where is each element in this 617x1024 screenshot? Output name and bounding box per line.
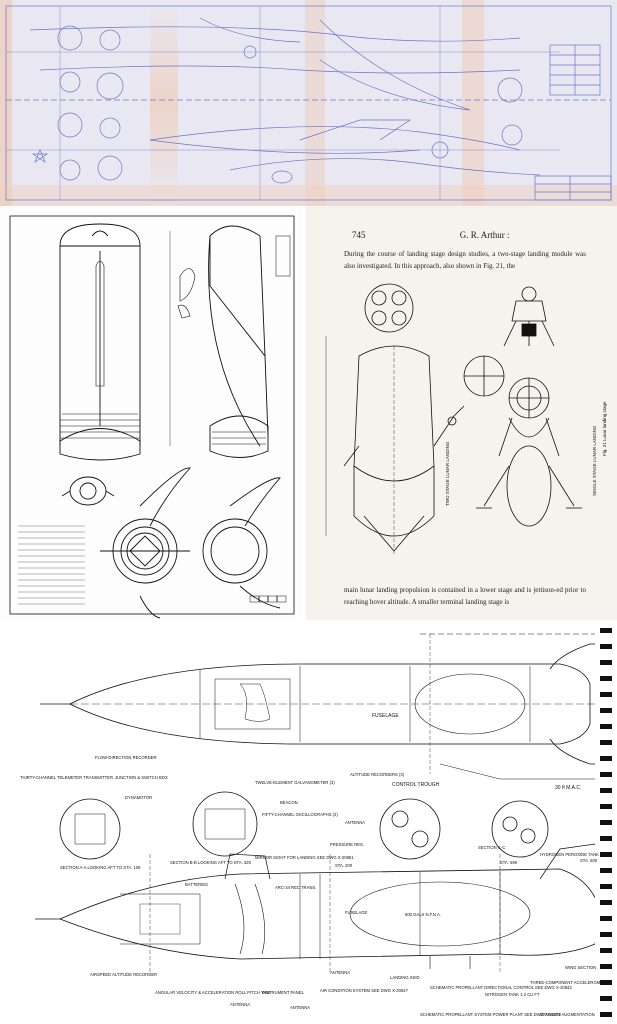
callout-label: ANTENNA — [230, 1002, 250, 1007]
paper-page-panel: 745 G. R. Arthur : During the course of … — [304, 206, 617, 624]
paragraph-top: During the course of landing stage desig… — [344, 250, 586, 270]
callout-label: FLOW-DIRECTION RECORDER — [95, 755, 157, 760]
callout-label: MIRROR SIGHT FOR LANDING SEE DWG X-20851 — [255, 855, 354, 860]
figure-caption: Fig. 21 Lunar landing stage — [602, 401, 607, 456]
callout-labels: FLOW-DIRECTION RECORDER THIRTY-CHANNEL T… — [20, 755, 611, 1017]
callout-label: ANTENNA — [345, 820, 365, 825]
callout-label: AIRSPEED ALTITUDE RECORDER — [90, 972, 157, 977]
callout-label: ALTITUDE RECORDERS (3) — [350, 772, 405, 777]
callout-label: 500 GALS N.F.N.A. — [405, 912, 441, 917]
callout-label: DYNAMOTOR — [125, 795, 152, 800]
callout-label: STABILITY AUGMENTATION — [540, 1012, 595, 1017]
three-view-drawing — [9, 215, 295, 619]
single-stage-title: SINGLE STAGE LUNAR LANDING — [592, 425, 597, 496]
lunar-landing-diagram: TWO STAGE LUNAR LANDING SINGLE STAGE LUN… — [325, 283, 607, 556]
callout-label: SECTION A-A LOOKING AFT TO STA. 106 — [60, 865, 141, 870]
aircraft-cutaway-panel: FUSELAGE 30 ft M.A.C. CONTROL TROUGH FLO… — [0, 624, 617, 1024]
two-stage-title: TWO STAGE LUNAR LANDING — [445, 441, 450, 506]
callout-label: ARC-34 REC TRANS. — [275, 885, 316, 890]
spiral-binding — [595, 624, 617, 1024]
callout-label: ANGULAR VELOCITY & ACCELERATION ROLL PIT… — [155, 990, 270, 995]
callout-label: THIRTY-CHANNEL TELEMETER TRANSMITTER — [20, 775, 113, 780]
callout-label: JUNCTION & SWITCH BOX — [115, 775, 168, 780]
callout-label: SECTION C-C — [478, 845, 505, 850]
callout-label: NITROGEN TANK 1.2 CU FT — [485, 992, 540, 997]
callout-label: FIFTY-CHANNEL OSCILLOGRAPHS (2) — [262, 812, 338, 817]
callout-label: LANDING SKID — [390, 975, 420, 980]
callout-label: BEACON — [280, 800, 298, 805]
callout-label: SCHEMATIC PROPELLANT SYSTEM POWER PLANT … — [420, 1012, 562, 1017]
callout-label: ANTENNA — [290, 1005, 310, 1010]
panel-separator-horizontal — [0, 620, 617, 624]
author-name: G. R. Arthur : — [459, 230, 510, 240]
callout-label: BATTERIES — [185, 882, 208, 887]
blueprint-drawing — [0, 0, 617, 206]
callout-label: THREE-COMPONENT ACCELEROMETER — [530, 980, 611, 985]
callout-label: SCHEMATIC PROPELLANT DIRECTIONAL CONTROL… — [430, 985, 572, 990]
callout-label: INSTRUMENT PANEL — [262, 990, 305, 995]
callout-label: SECTION B-B LOOKING AFT TO STA. 320 — [170, 860, 252, 865]
callout-label: STA. 200 — [335, 863, 353, 868]
mac-label: 30 ft M.A.C. — [555, 785, 581, 791]
callout-label: WING SECTION — [565, 965, 596, 970]
callout-label: HYDROGEN PEROXIDE TANK — [540, 852, 599, 857]
blueprint-panel — [0, 0, 617, 206]
callout-label: PRESSURE RES. — [330, 842, 364, 847]
callout-label: FUSELAGE — [345, 910, 368, 915]
callout-label: STA. 590 — [500, 860, 518, 865]
panel-separator-vertical — [302, 206, 306, 624]
page-number: 745 — [352, 230, 366, 240]
paragraph-bottom: main lunar landing propulsion is contain… — [344, 586, 586, 606]
fuselage-label-top: FUSELAGE — [372, 713, 399, 719]
page-header: 745 G. R. Arthur : — [352, 230, 510, 240]
callout-label: STA. 600 — [580, 858, 598, 863]
aircraft-cutaway-diagram: FUSELAGE 30 ft M.A.C. CONTROL TROUGH FLO… — [20, 624, 617, 1024]
control-trough-label: CONTROL TROUGH — [392, 782, 440, 788]
callout-label: TWELVE-ELEMENT GALVANOMETER (3) — [255, 780, 335, 785]
three-view-drawing-panel — [0, 206, 304, 624]
callout-label: ANTENNA — [330, 970, 350, 975]
callout-label: AIR CONDITION SYSTEM SEE DWG X-20847 — [320, 988, 409, 993]
